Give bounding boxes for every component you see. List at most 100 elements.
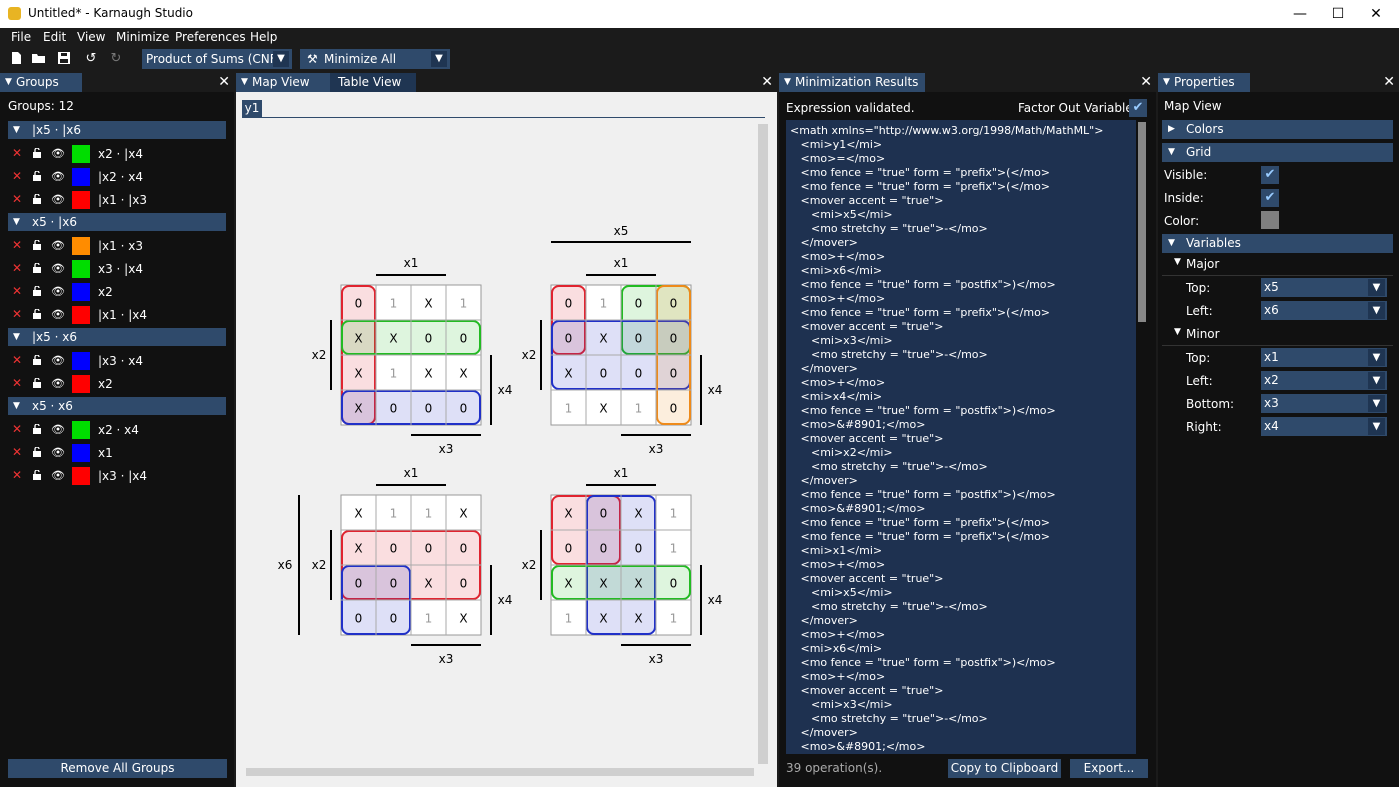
eye-icon[interactable]: 👁	[51, 377, 65, 390]
eye-icon[interactable]: 👁	[51, 193, 65, 206]
chevron-down-icon[interactable]: ▼	[431, 51, 447, 67]
unlock-icon[interactable]	[32, 286, 42, 296]
tab-table-view[interactable]: Table View	[330, 73, 416, 92]
unlock-icon[interactable]	[32, 447, 42, 457]
new-file-icon[interactable]	[8, 51, 24, 67]
minor-bottom-select[interactable]: x3▼	[1261, 394, 1387, 413]
variables-section[interactable]: ▼ Variables	[1162, 234, 1393, 253]
horizontal-scrollbar[interactable]	[246, 768, 754, 776]
unlock-icon[interactable]	[32, 194, 42, 204]
delete-group-icon[interactable]: ✕	[12, 468, 23, 482]
unlock-icon[interactable]	[32, 309, 42, 319]
unlock-icon[interactable]	[32, 470, 42, 480]
delete-group-icon[interactable]: ✕	[12, 353, 23, 367]
groups-tab[interactable]: ▼ Groups	[0, 73, 82, 92]
group-color-swatch[interactable]	[72, 168, 90, 186]
unlock-icon[interactable]	[32, 263, 42, 273]
group-color-swatch[interactable]	[72, 375, 90, 393]
minimize-all-button[interactable]: ⚒ Minimize All ▼	[300, 49, 450, 69]
eye-icon[interactable]: 👁	[51, 423, 65, 436]
delete-group-icon[interactable]: ✕	[12, 422, 23, 436]
open-folder-icon[interactable]	[31, 51, 47, 67]
group-color-swatch[interactable]	[72, 421, 90, 439]
eye-icon[interactable]: 👁	[51, 469, 65, 482]
close-icon[interactable]: ✕	[1140, 74, 1152, 90]
group-color-swatch[interactable]	[72, 260, 90, 278]
vertical-scrollbar[interactable]	[758, 124, 768, 764]
close-window-button[interactable]: ✕	[1370, 6, 1382, 22]
maximize-window-button[interactable]: ☐	[1331, 6, 1345, 22]
group-color-swatch[interactable]	[72, 191, 90, 209]
delete-group-icon[interactable]: ✕	[12, 261, 23, 275]
delete-group-icon[interactable]: ✕	[12, 284, 23, 298]
unlock-icon[interactable]	[32, 171, 42, 181]
save-icon[interactable]	[56, 51, 72, 67]
delete-group-icon[interactable]: ✕	[12, 376, 23, 390]
properties-tab[interactable]: ▼ Properties	[1158, 73, 1250, 92]
undo-icon[interactable]: ↺	[85, 51, 97, 66]
group-section-header[interactable]: ▼|x5 · |x6	[8, 121, 226, 139]
menu-help[interactable]: Help	[250, 30, 278, 44]
unlock-icon[interactable]	[32, 240, 42, 250]
factor-out-checkbox[interactable]: ✔	[1129, 99, 1147, 117]
group-color-swatch[interactable]	[72, 283, 90, 301]
minor-top-select[interactable]: x1▼	[1261, 348, 1387, 367]
group-color-swatch[interactable]	[72, 444, 90, 462]
results-tab[interactable]: ▼ Minimization Results	[779, 73, 925, 92]
mathml-output[interactable]: <math xmlns="http://www.w3.org/1998/Math…	[786, 120, 1136, 754]
delete-group-icon[interactable]: ✕	[12, 307, 23, 321]
form-select[interactable]: Product of Sums (CNF) ▼	[142, 49, 292, 69]
eye-icon[interactable]: 👁	[51, 285, 65, 298]
eye-icon[interactable]: 👁	[51, 262, 65, 275]
group-color-swatch[interactable]	[72, 306, 90, 324]
unlock-icon[interactable]	[32, 355, 42, 365]
minor-right-select[interactable]: x4▼	[1261, 417, 1387, 436]
close-icon[interactable]: ✕	[218, 74, 230, 90]
menu-minimize[interactable]: Minimize	[116, 30, 170, 44]
eye-icon[interactable]: 👁	[51, 170, 65, 183]
grid-color-swatch[interactable]	[1261, 211, 1279, 229]
menu-view[interactable]: View	[77, 30, 106, 44]
minimize-window-button[interactable]: —	[1293, 6, 1307, 22]
major-top-select[interactable]: x5▼	[1261, 278, 1387, 297]
unlock-icon[interactable]	[32, 148, 42, 158]
eye-icon[interactable]: 👁	[51, 308, 65, 321]
grid-section[interactable]: ▼ Grid	[1162, 143, 1393, 162]
group-color-swatch[interactable]	[72, 145, 90, 163]
delete-group-icon[interactable]: ✕	[12, 445, 23, 459]
tab-map-view[interactable]: ▼ Map View	[236, 73, 330, 92]
unlock-icon[interactable]	[32, 378, 42, 388]
group-color-swatch[interactable]	[72, 237, 90, 255]
group-section-header[interactable]: ▼|x5 · x6	[8, 328, 226, 346]
eye-icon[interactable]: 👁	[51, 147, 65, 160]
group-section-header[interactable]: ▼x5 · |x6	[8, 213, 226, 231]
group-color-swatch[interactable]	[72, 467, 90, 485]
eye-icon[interactable]: 👁	[51, 446, 65, 459]
delete-group-icon[interactable]: ✕	[12, 238, 23, 252]
delete-group-icon[interactable]: ✕	[12, 192, 23, 206]
menu-edit[interactable]: Edit	[43, 30, 67, 44]
minor-left-select[interactable]: x2▼	[1261, 371, 1387, 390]
menu-preferences[interactable]: Preferences	[175, 30, 246, 44]
eye-icon[interactable]: 👁	[51, 239, 65, 252]
grid-visible-checkbox[interactable]: ✔	[1261, 166, 1279, 184]
close-icon[interactable]: ✕	[1383, 74, 1395, 90]
colors-section[interactable]: ▶ Colors	[1162, 120, 1393, 139]
copy-to-clipboard-button[interactable]: Copy to Clipboard	[948, 759, 1061, 778]
eye-icon[interactable]: 👁	[51, 354, 65, 367]
close-icon[interactable]: ✕	[761, 74, 773, 90]
code-scrollbar[interactable]	[1138, 122, 1146, 322]
unlock-icon[interactable]	[32, 424, 42, 434]
remove-all-groups-button[interactable]: Remove All Groups	[8, 759, 227, 778]
delete-group-icon[interactable]: ✕	[12, 169, 23, 183]
grid-inside-checkbox[interactable]: ✔	[1261, 189, 1279, 207]
export-button[interactable]: Export...	[1070, 759, 1148, 778]
delete-group-icon[interactable]: ✕	[12, 146, 23, 160]
group-section-header[interactable]: ▼x5 · x6	[8, 397, 226, 415]
major-left-select[interactable]: x6▼	[1261, 301, 1387, 320]
function-tab-y1[interactable]: y1	[242, 100, 262, 117]
group-color-swatch[interactable]	[72, 352, 90, 370]
menu-file[interactable]: File	[11, 30, 32, 44]
code-line: <mo>&#8901;</mo>	[790, 740, 926, 753]
